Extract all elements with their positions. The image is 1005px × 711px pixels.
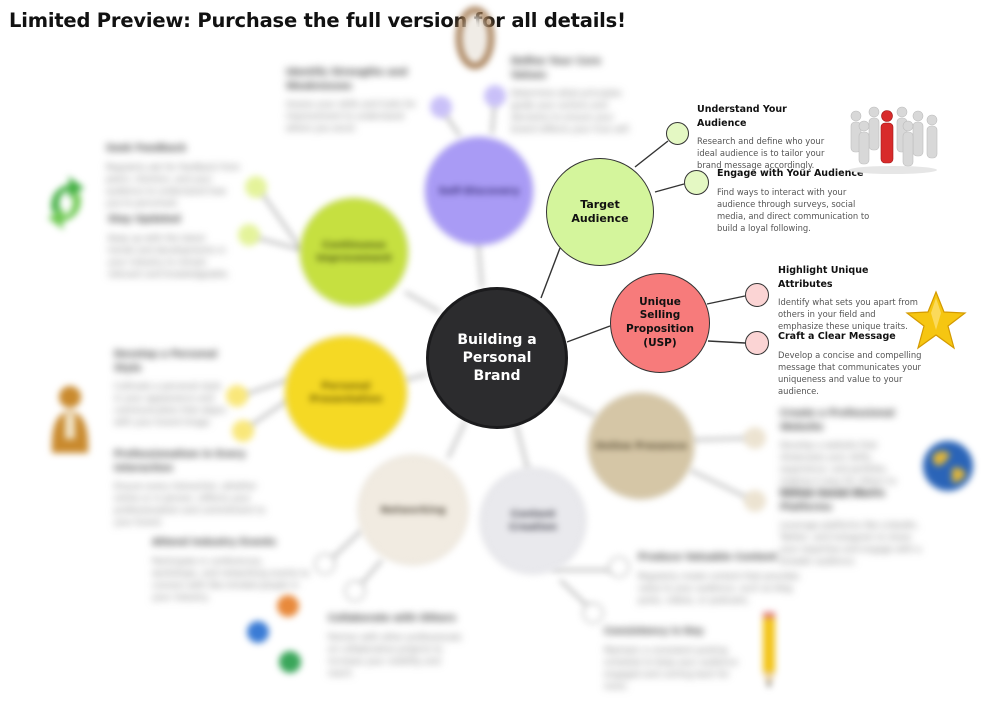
target-understand-block: Understand Your Audience Research and de…: [697, 103, 837, 171]
target-engage-dot: [684, 170, 709, 195]
continuous-improvement-label: Continuous Improvement: [316, 240, 392, 264]
continuous-item-1: Seek Feedback Regularly ask for feedback…: [106, 143, 240, 208]
connector-center-continuous: [404, 291, 441, 313]
center-label: Building a Personal Brand: [457, 331, 537, 385]
connector-center-target-audience: [540, 247, 561, 299]
mirror-icon: [456, 7, 494, 69]
networking-node: Networking: [358, 455, 468, 565]
connector-center-self-discovery: [477, 239, 483, 289]
networking-item-2: Collaborate with Others Partner with oth…: [328, 613, 462, 678]
content-dot-1: [608, 556, 630, 578]
usp-highlight-title: Highlight Unique Attributes: [778, 265, 869, 290]
connector-target-engage: [654, 183, 685, 193]
connector-usp-craft: [707, 340, 746, 344]
content-dot-2: [582, 602, 604, 624]
connector-center-personal: [404, 373, 429, 381]
target-audience-label: Target Audience: [571, 197, 629, 225]
usp-highlight-text: Identify what sets you apart from others…: [778, 297, 918, 332]
self-discovery-item-2: Define Your Core Values Determine what p…: [511, 56, 631, 135]
personal-item-2: Professionalism in Every Interaction Ens…: [114, 449, 266, 528]
star-icon: [905, 290, 967, 350]
online-presence-label: Online Presence: [595, 440, 687, 452]
content-creation-label: Content Creation: [509, 509, 557, 533]
online-dot-1: [744, 427, 766, 449]
online-item-1: Create a Professional Website Develop a …: [780, 408, 897, 499]
connector-center-content: [515, 423, 529, 471]
content-item-2: Consistency is Key Maintain a consistent…: [604, 626, 738, 691]
personal-dot-1: [226, 385, 248, 407]
usp-node: Unique Selling Proposition (USP): [610, 273, 710, 373]
globe-icon: [923, 441, 973, 491]
connector-center-usp: [566, 325, 611, 343]
personal-presentation-label: Personal Presentation: [309, 381, 383, 405]
self-discovery-dot-2: [484, 85, 506, 107]
online-item-2: Utilize Social Media Platforms Leverage …: [780, 488, 922, 567]
usp-label: Unique Selling Proposition (USP): [626, 295, 694, 349]
networking-dot-2: [344, 580, 366, 602]
usp-highlight-block: Highlight Unique Attributes Identify wha…: [778, 264, 918, 332]
continuous-item-2: Stay Updated Keep up with the latest tre…: [108, 214, 230, 279]
usp-craft-title: Craft a Clear Message: [778, 331, 896, 342]
connector-center-online: [556, 395, 597, 417]
continuous-dot-2: [238, 224, 260, 246]
target-engage-block: Engage with Your Audience Find ways to i…: [717, 167, 877, 234]
self-discovery-item-1: Identify Strengths and Weaknesses Assess…: [286, 67, 417, 134]
pencil-icon: [763, 612, 775, 688]
usp-craft-block: Craft a Clear Message Develop a concise …: [778, 330, 930, 397]
target-engage-text: Find ways to interact with your audience…: [717, 186, 870, 233]
audience-crowd-icon: [849, 106, 938, 174]
personal-presentation-node: Personal Presentation: [285, 336, 407, 450]
self-discovery-node: Self-Discovery: [425, 137, 533, 245]
usp-craft-text: Develop a concise and compelling message…: [778, 349, 922, 396]
continuous-improvement-node: Continuous Improvement: [300, 198, 408, 306]
content-creation-node: Content Creation: [480, 468, 586, 574]
connector-target-understand: [634, 140, 669, 168]
online-presence-node: Online Presence: [588, 393, 694, 499]
self-discovery-label: Self-Discovery: [438, 185, 520, 197]
target-engage-title: Engage with Your Audience: [717, 168, 864, 179]
center-node: Building a Personal Brand: [426, 287, 568, 429]
content-item-1: Produce Valuable Content Regularly creat…: [638, 552, 800, 605]
target-understand-dot: [666, 122, 689, 145]
continuous-dot-1: [245, 176, 267, 198]
self-discovery-dot-1: [430, 96, 452, 118]
target-audience-node: Target Audience: [546, 158, 654, 266]
target-understand-text: Research and define who your ideal audie…: [697, 136, 825, 171]
connector-usp-highlight: [706, 295, 746, 305]
usp-craft-dot: [745, 331, 769, 355]
online-dot-2: [744, 490, 766, 512]
connector-center-networking: [447, 419, 467, 459]
businessperson-icon: [51, 386, 89, 453]
networking-item-1: Attend Industry Events Participate in co…: [152, 537, 310, 602]
recycle-arrows-icon: [48, 176, 84, 230]
networking-label: Networking: [380, 504, 446, 516]
personal-dot-2: [232, 420, 254, 442]
network-people-icon: [247, 595, 301, 673]
target-understand-title: Understand Your Audience: [697, 104, 787, 129]
networking-dot-1: [314, 553, 336, 575]
personal-item-1: Develop a Personal Style Cultivate a per…: [114, 349, 226, 428]
usp-highlight-dot: [745, 283, 769, 307]
